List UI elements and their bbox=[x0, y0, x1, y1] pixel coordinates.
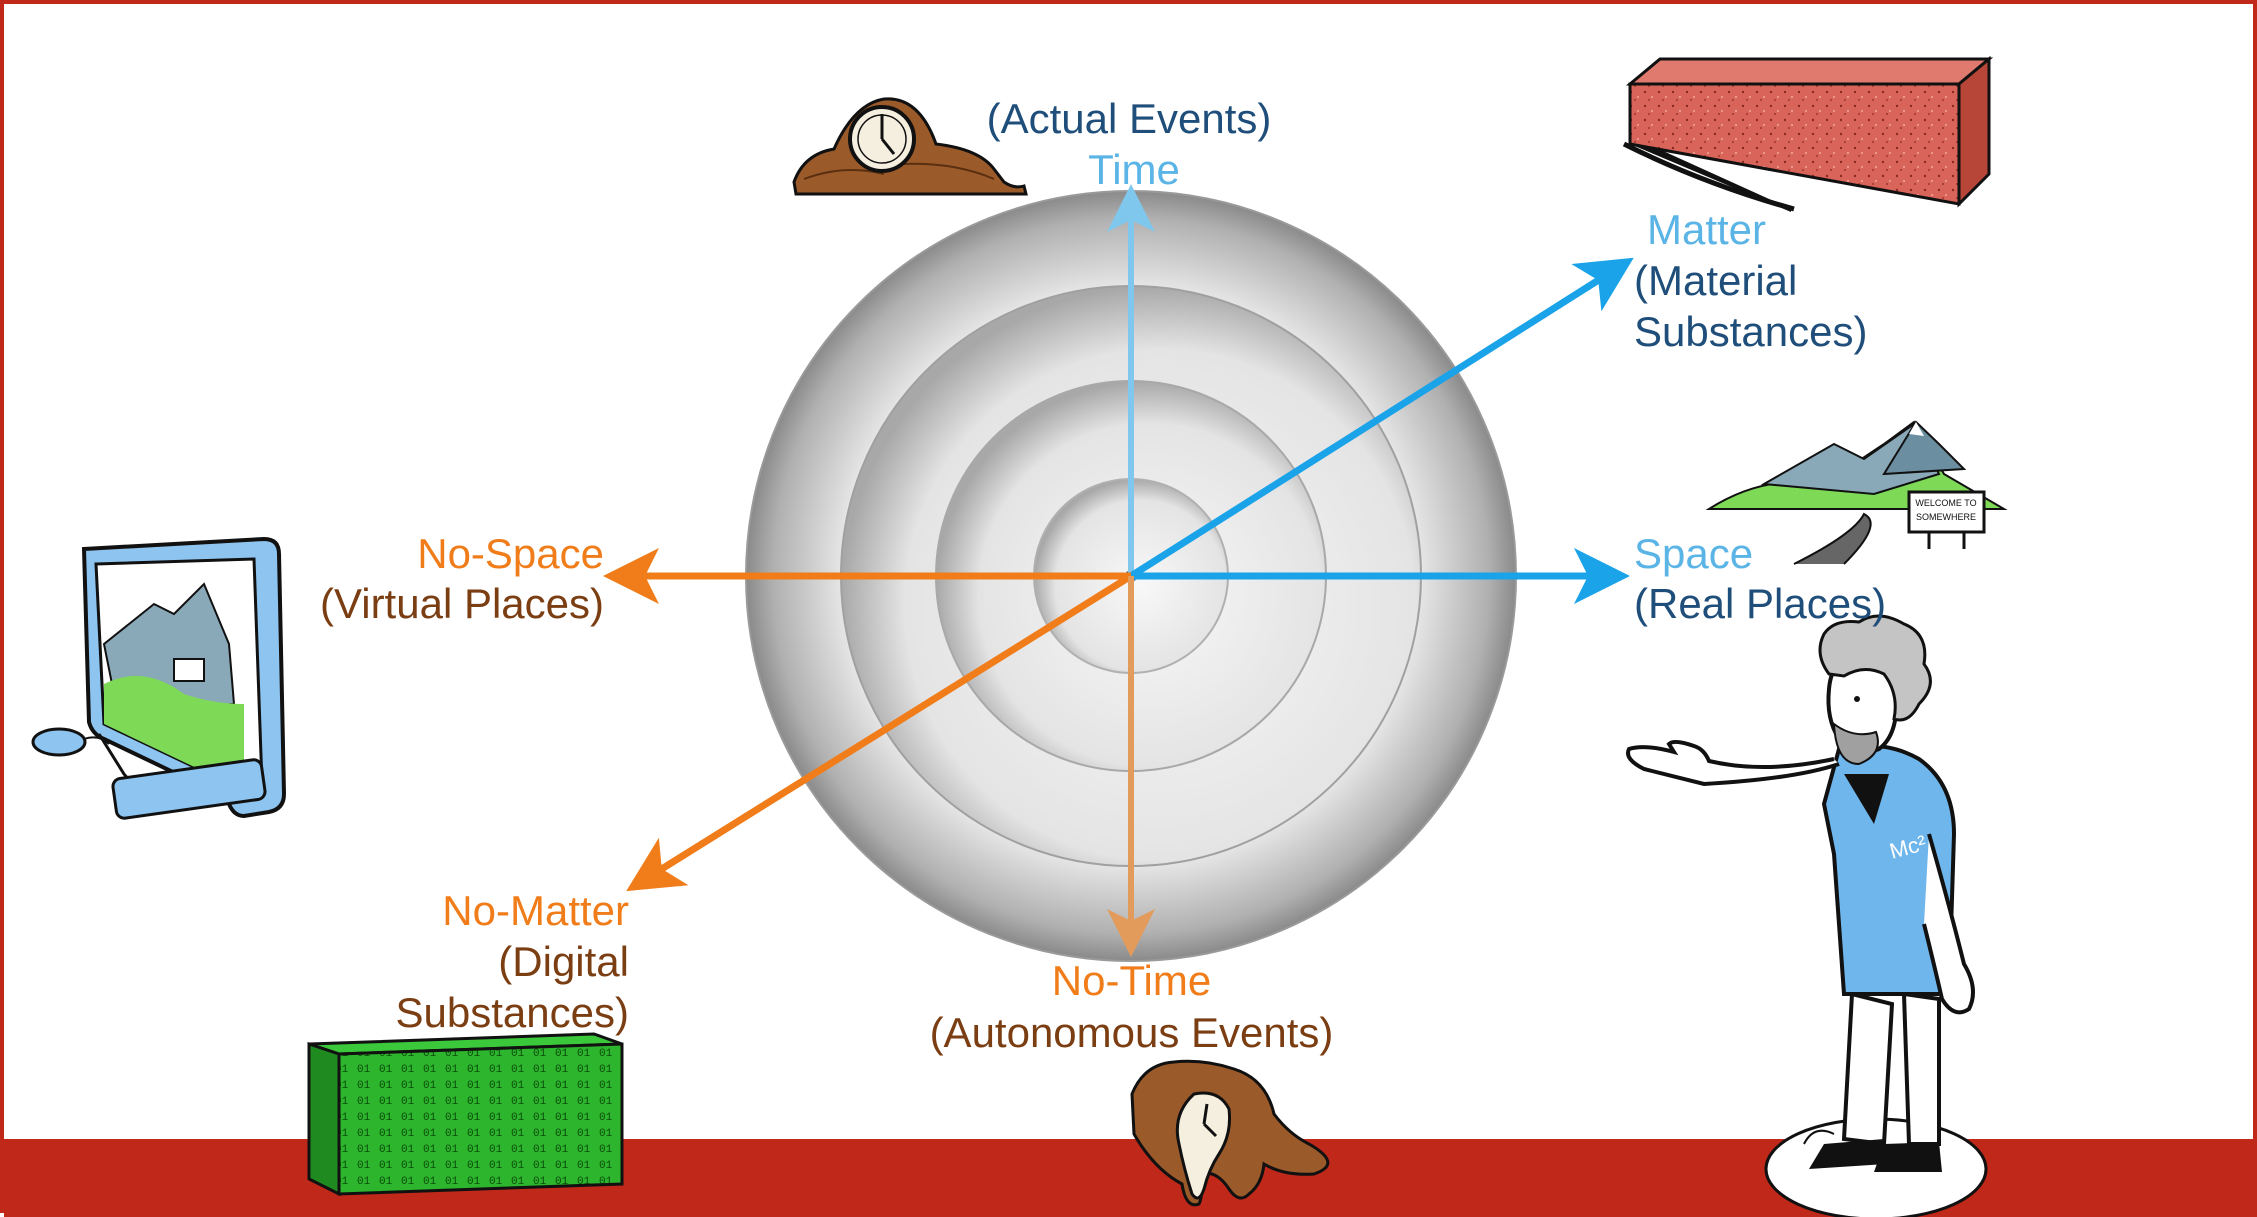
brick-icon bbox=[1622, 55, 1994, 212]
no-time-primary-label: No-Time bbox=[1051, 957, 1212, 1004]
space-secondary-label: (Real Places) bbox=[1634, 580, 1887, 627]
presenter-figure-icon: Mc² bbox=[1626, 614, 1988, 1217]
time-secondary-label: (Actual Events) bbox=[986, 95, 1272, 142]
no-matter-primary-label: No-Matter bbox=[442, 887, 629, 934]
landscape-sign-icon: WELCOME TO SOMEWHERE bbox=[1705, 420, 2008, 565]
computer-monitor-icon bbox=[31, 536, 287, 820]
space-primary-label: Space bbox=[1634, 530, 1754, 577]
svg-text:WELCOME TO: WELCOME TO bbox=[1915, 498, 1976, 508]
diagram-graphic: 01 bbox=[4, 55, 2257, 1217]
mantel-clock-icon bbox=[792, 97, 1028, 196]
svg-text:SOMEWHERE: SOMEWHERE bbox=[1916, 512, 1976, 522]
no-matter-secondary-label: (Digital bbox=[498, 938, 629, 985]
matter-secondary-label: (Material bbox=[1634, 257, 1798, 304]
no-space-primary-label: No-Space bbox=[417, 530, 604, 577]
matter-primary-label: Matter bbox=[1647, 206, 1767, 253]
matter-secondary-label-line2: Substances) bbox=[1634, 308, 1868, 355]
time-primary-label: Time bbox=[1088, 146, 1180, 193]
no-space-secondary-label: (Virtual Places) bbox=[320, 580, 604, 627]
no-time-secondary-label: (Autonomous Events) bbox=[929, 1009, 1334, 1056]
no-matter-axis-arrow bbox=[626, 573, 1133, 892]
matter-axis-arrow bbox=[1129, 257, 1634, 579]
binary-block-icon bbox=[307, 1032, 624, 1197]
no-matter-secondary-label-line2: Substances) bbox=[395, 989, 629, 1036]
melting-clock-icon bbox=[1130, 1059, 1330, 1207]
